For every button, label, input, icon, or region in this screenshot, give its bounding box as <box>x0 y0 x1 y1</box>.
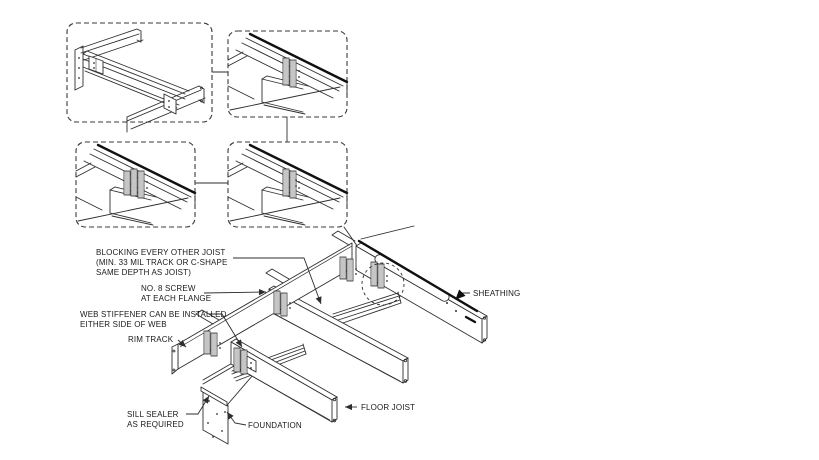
rim-track-leader <box>177 339 187 348</box>
sill-sealer-label-line2: AS REQUIRED <box>127 420 184 429</box>
annotation-labels: BLOCKING EVERY OTHER JOIST (MIN. 33 MIL … <box>80 248 520 430</box>
blocking-label-line3: SAME DEPTH AS JOIST) <box>96 268 191 277</box>
sheathing-label: SHEATHING <box>473 289 520 298</box>
sheathing-back-edge <box>360 225 415 240</box>
web-stiffener-at-edge-joist <box>370 261 388 289</box>
inset-box-a <box>66 22 213 133</box>
inset-a-drawing <box>74 28 206 133</box>
inset-b-drawing <box>226 32 349 116</box>
web-stiffener-joist-2 <box>273 290 291 317</box>
rim-track-label: RIM TRACK <box>128 335 174 344</box>
web-stiffener-joist-1 <box>203 330 221 357</box>
main-assembly <box>171 225 488 445</box>
leader-lines <box>177 257 470 426</box>
screw-label-line1: NO. 8 SCREW <box>141 284 196 293</box>
foundation-leader <box>226 411 247 426</box>
inset-box-c <box>74 141 197 228</box>
web-stiffener-leader <box>209 313 243 348</box>
screw-leader <box>203 288 267 296</box>
screw-label-line2: AT EACH FLANGE <box>141 294 211 303</box>
web-stiffener-joist-3 <box>339 256 357 282</box>
inset-box-b <box>226 30 349 118</box>
floor-joist-label: FLOOR JOIST <box>361 403 415 412</box>
web-stiffener-label-line1: WEB STIFFENER CAN BE INSTALLED <box>80 310 227 319</box>
blocking-bay-2 <box>332 291 402 326</box>
inset-c-extra-stiffener <box>123 170 131 196</box>
edge-joist-and-sheathing <box>355 225 488 344</box>
blocking-label-line1: BLOCKING EVERY OTHER JOIST <box>96 248 225 257</box>
inset-detail-boxes <box>66 22 349 228</box>
foundation-label: FOUNDATION <box>248 421 302 430</box>
blocking-label-line2: (MIN. 33 MIL TRACK OR C-SHAPE <box>96 258 227 267</box>
inset-c-drawing <box>74 143 197 227</box>
joist-stubs-beyond-rim <box>195 230 356 325</box>
inset-d-drawing <box>226 143 349 227</box>
web-stiffener-at-sill <box>233 347 257 375</box>
sill-sealer-leader <box>186 395 210 415</box>
web-stiffener-label-line2: EITHER SIDE OF WEB <box>80 320 167 329</box>
sill-sealer-strip <box>200 386 228 407</box>
sill-sealer-label-line1: SILL SEALER <box>127 410 179 419</box>
web-stiffeners-at-rim <box>203 256 357 357</box>
blocking-leader <box>233 257 322 305</box>
inset-box-d <box>226 141 349 228</box>
detail-callout-circle <box>361 262 405 306</box>
sheathing-leader <box>455 289 470 300</box>
floor-joist-2 <box>268 285 409 384</box>
